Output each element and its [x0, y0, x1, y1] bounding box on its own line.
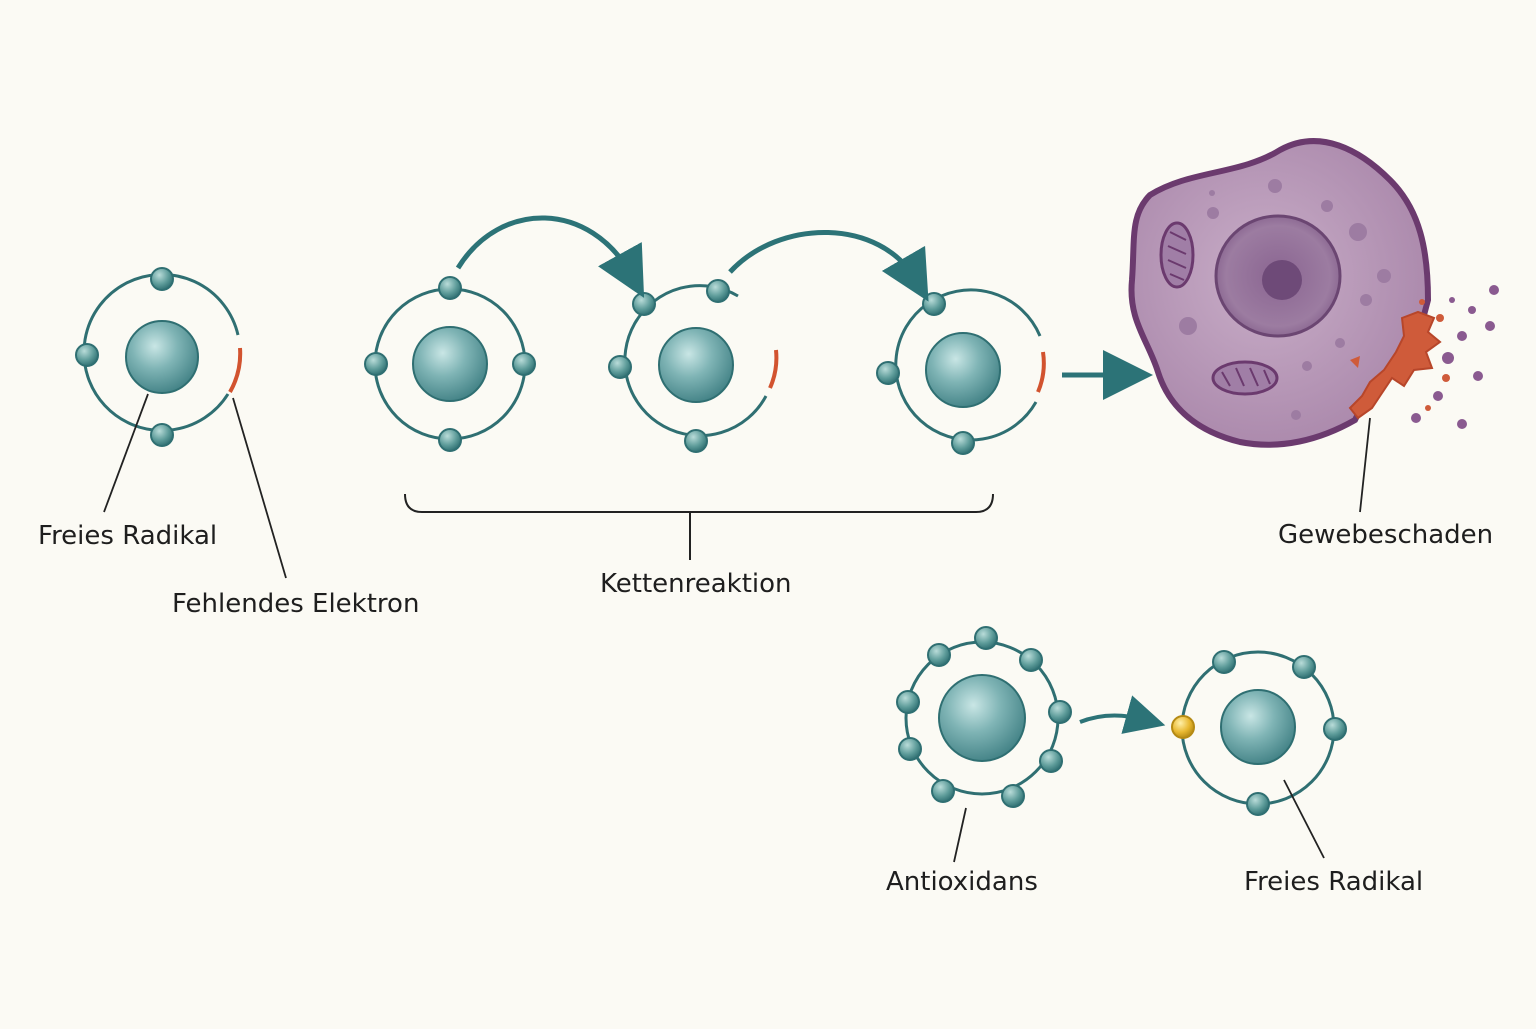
donated-electron: [1171, 715, 1195, 739]
label-tissue-damage: Gewebeschaden: [1278, 520, 1493, 550]
electron: [974, 626, 998, 650]
electron: [150, 423, 174, 447]
electron: [1292, 655, 1316, 679]
chain-arrow: [728, 230, 929, 302]
electron: [876, 361, 900, 385]
electron: [632, 292, 656, 316]
orbit: [82, 273, 240, 432]
label-free-radical-bottom: Freies Radikal: [1244, 867, 1423, 897]
nucleus: [412, 326, 488, 402]
donation-arrow: [1079, 695, 1166, 734]
label-missing-electron: Fehlendes Elektron: [172, 589, 419, 619]
nucleus: [658, 327, 734, 403]
leader-line: [1359, 417, 1371, 513]
leader-line: [232, 397, 287, 579]
electron: [927, 643, 951, 667]
electron: [1048, 700, 1072, 724]
debris-particles: [1411, 285, 1499, 429]
mitochondrion: [1211, 360, 1279, 396]
damage-site: [1350, 356, 1360, 368]
electron: [951, 431, 975, 455]
missing-electron-marker: [228, 347, 243, 393]
electron: [931, 779, 955, 803]
nucleolus: [1262, 260, 1302, 300]
electron: [1019, 648, 1043, 672]
leader-line: [1283, 779, 1325, 859]
vesicles: [1179, 179, 1391, 420]
electron: [1001, 784, 1025, 808]
label-free-radical-top: Freies Radikal: [38, 521, 217, 551]
electron: [512, 352, 536, 376]
electron: [1212, 650, 1236, 674]
electron: [150, 267, 174, 291]
chain-atom-right: [876, 288, 1046, 455]
damaged-cell: [1128, 138, 1499, 448]
electron: [608, 355, 632, 379]
leader-line: [103, 393, 149, 513]
electron: [898, 737, 922, 761]
missing-electron-marker: [1036, 351, 1046, 393]
label-antioxidant: Antioxidans: [886, 867, 1038, 897]
electron: [1323, 717, 1347, 741]
nucleus: [125, 320, 199, 394]
electron: [706, 279, 730, 303]
free-radical-atom-left: [75, 267, 243, 447]
electron: [922, 292, 946, 316]
chain-arrow: [455, 215, 645, 298]
antioxidant-atom: [896, 626, 1072, 808]
damage-site: [1348, 310, 1442, 420]
orbit: [623, 284, 768, 438]
free-radical-atom-bottom: [1171, 650, 1347, 816]
electron: [684, 429, 708, 453]
electron: [1039, 749, 1063, 773]
electron: [438, 276, 462, 300]
electron: [75, 343, 99, 367]
stable-atom: [364, 276, 536, 452]
nucleus: [1220, 689, 1296, 765]
electron: [438, 428, 462, 452]
electron: [896, 690, 920, 714]
electron: [1246, 792, 1270, 816]
mitochondrion: [1159, 221, 1195, 289]
label-chain-reaction: Kettenreaktion: [600, 569, 792, 599]
chain-atom-middle: [608, 279, 779, 453]
nucleus: [925, 332, 1001, 408]
leader-line: [953, 807, 967, 863]
electron: [364, 352, 388, 376]
orbit: [894, 288, 1042, 442]
missing-electron-marker: [768, 349, 779, 389]
nucleus: [938, 674, 1026, 762]
chain-bracket: [404, 493, 994, 513]
